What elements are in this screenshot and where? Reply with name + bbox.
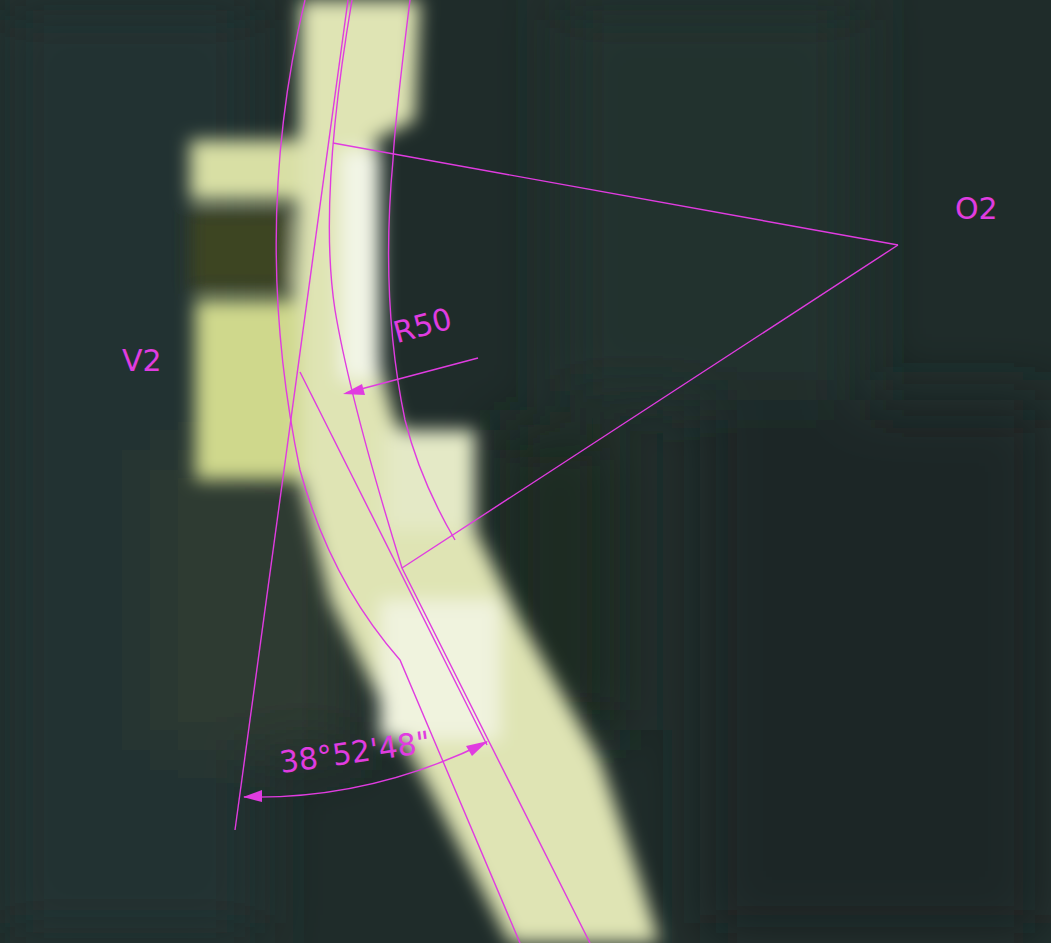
center-point-label: O2 (955, 194, 998, 224)
vertex-label: V2 (122, 346, 162, 376)
